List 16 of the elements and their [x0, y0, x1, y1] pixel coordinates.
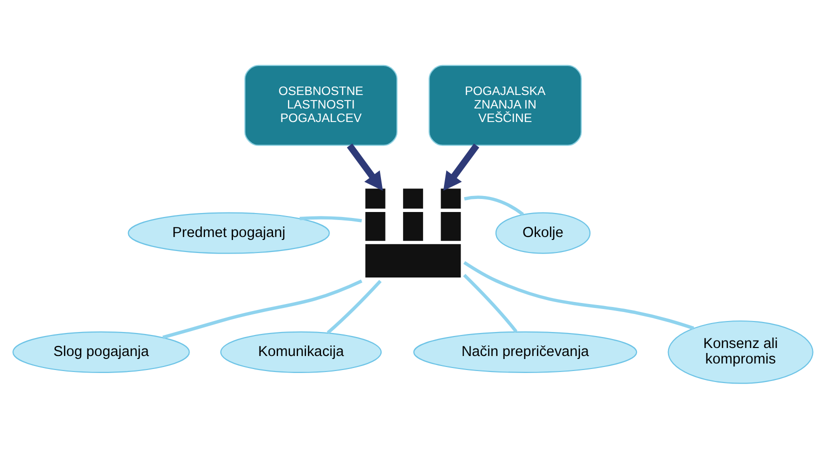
connector: [464, 196, 524, 216]
connector: [162, 279, 362, 339]
node-ellipse: Način prepričevanja: [413, 331, 638, 373]
connector: [326, 280, 382, 334]
node-ellipse: Konsenz ali kompromis: [668, 320, 814, 384]
arrow: [443, 144, 480, 191]
node-ellipse: Komunikacija: [220, 331, 382, 373]
connector: [300, 216, 362, 222]
connector: [463, 261, 694, 330]
arrow: [346, 144, 383, 191]
node-ellipse: Predmet pogajanj: [128, 212, 330, 254]
node-ellipse: Slog pogajanja: [12, 331, 190, 373]
node-ellipse: Okolje: [495, 212, 591, 254]
node-box: OSEBNOSTNE LASTNOSTI POGAJALCEV: [244, 64, 398, 146]
connector: [463, 274, 518, 333]
node-box: POGAJALSKA ZNANJA IN VEŠČINE: [428, 64, 582, 146]
